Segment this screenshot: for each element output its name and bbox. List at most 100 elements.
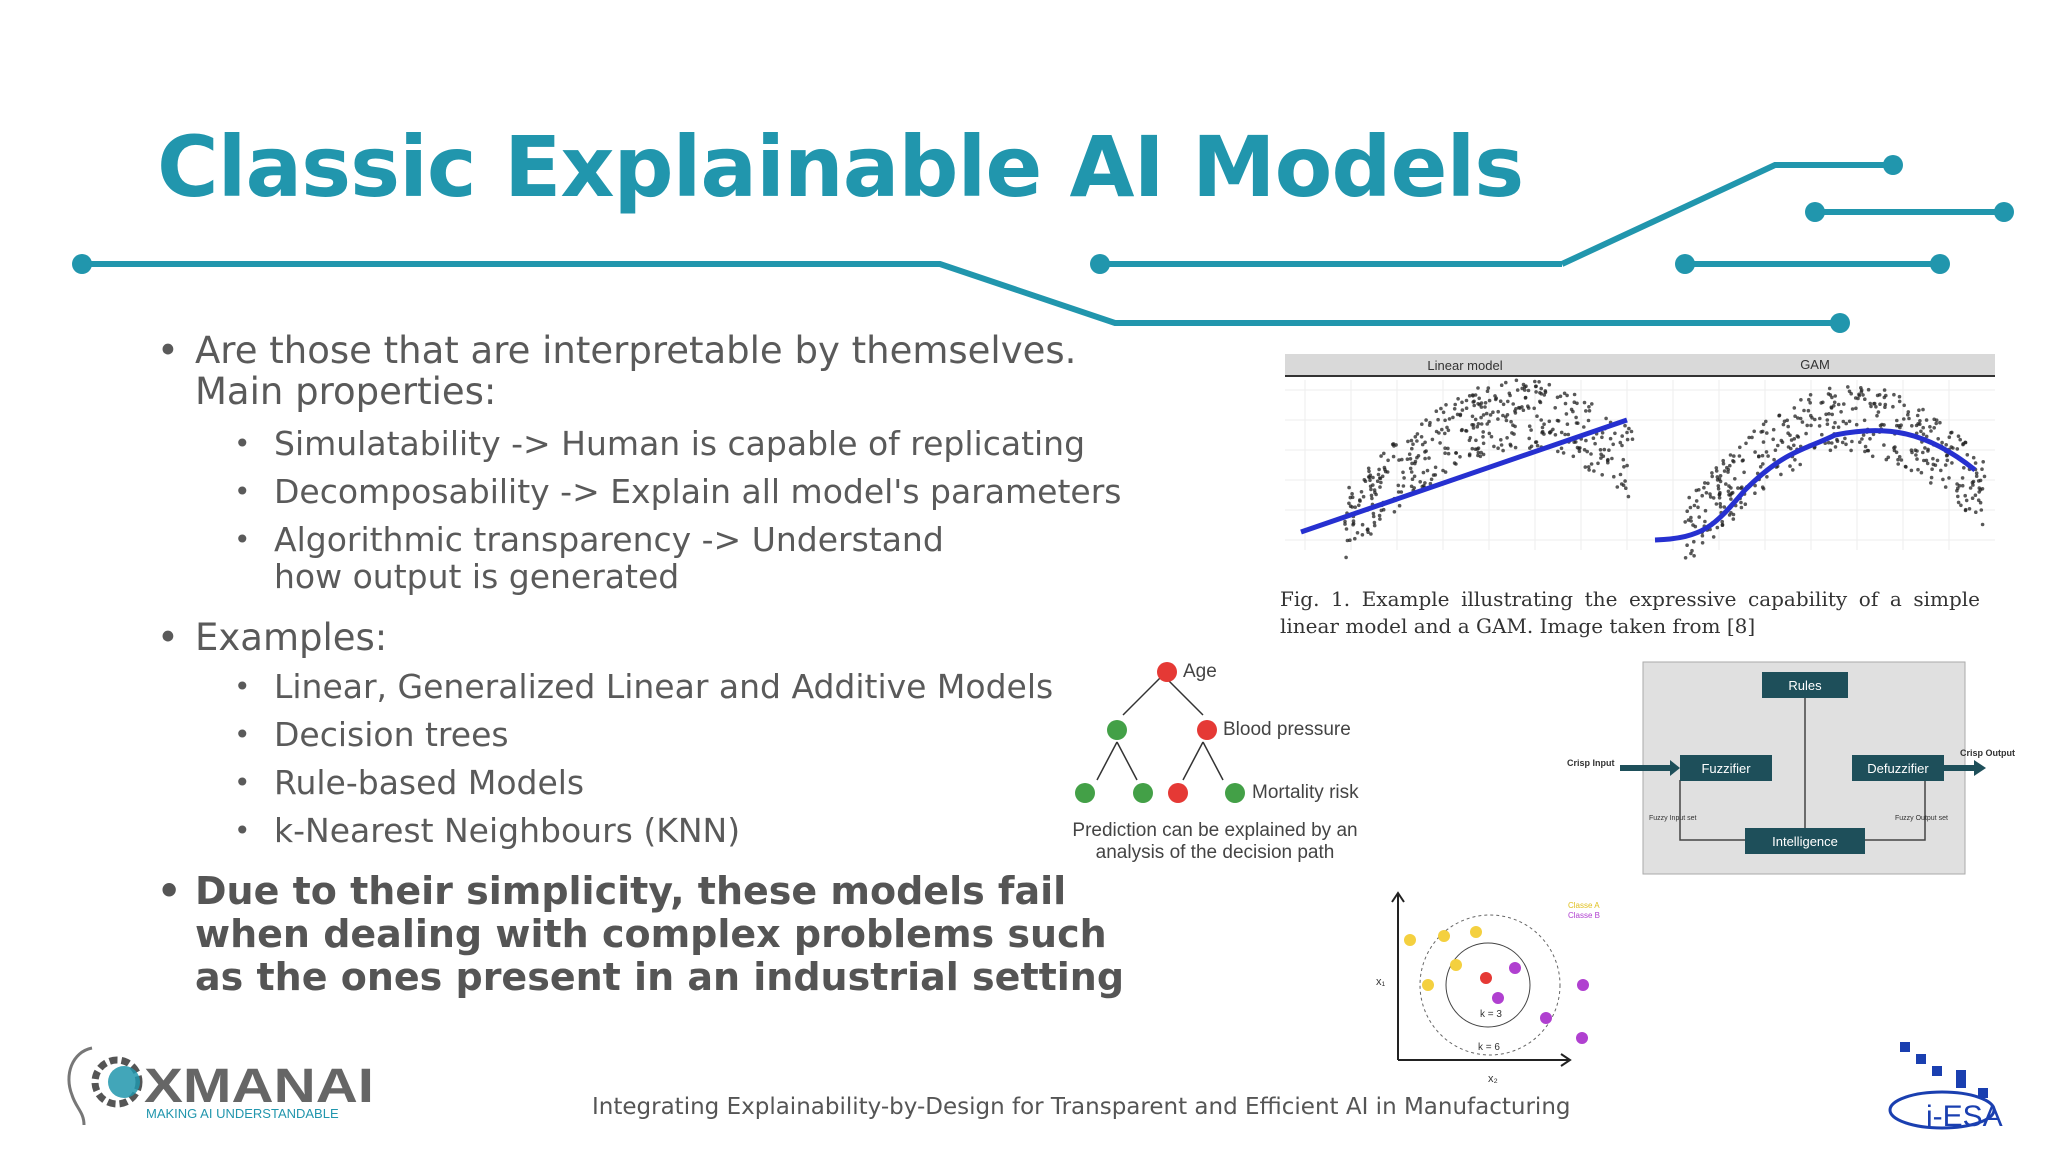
scatter-point [1625,437,1630,442]
scatter-point [1396,483,1401,488]
scatter-point [1847,419,1852,424]
scatter-point [1533,440,1538,444]
scatter-point [1765,431,1769,435]
scatter-point [1369,493,1374,498]
scatter-point [1799,398,1803,402]
scatter-point [1618,472,1623,477]
scatter-point [1555,395,1560,400]
scatter-point [1967,507,1972,511]
scatter-point [1423,440,1427,445]
scatter-point [1458,455,1462,459]
scatter-point [1689,551,1693,556]
scatter-point [1529,444,1534,449]
scatter-point [1826,440,1831,445]
scatter-point [1409,438,1414,443]
scatter-point [1556,449,1560,454]
scatter-point [1849,448,1853,453]
scatter-point [1974,471,1979,475]
scatter-point [1694,499,1699,503]
scatter-point [1620,443,1624,448]
scatter-point [1476,450,1481,455]
scatter-point [1543,389,1548,393]
scatter-point [1359,490,1364,494]
scatter-point [1882,423,1886,427]
scatter-point [1582,425,1586,429]
intelligence-box [1745,828,1865,854]
scatter-point [1446,428,1451,433]
scatter-point [1487,398,1492,403]
scatter-point [1360,533,1365,537]
scatter-point [1718,474,1723,478]
scatter-point [1931,456,1935,461]
scatter-point [1485,389,1490,393]
scatter-point [1878,423,1883,428]
scatter-point [1563,401,1568,406]
scatter-point [1939,468,1943,473]
scatter-point [1477,396,1481,401]
scatter-point [1499,443,1504,447]
scatter-point [1884,457,1889,462]
scatter-point [1534,384,1538,389]
scatter-point [1697,488,1701,492]
scatter-point [1538,400,1543,405]
scatter-point [1827,386,1832,391]
scatter-point [1721,461,1726,466]
scatter-point [1753,483,1757,488]
scatter-point [1720,519,1724,524]
scatter-point [1692,503,1697,508]
scatter-point [1589,462,1594,466]
scatter-point [1415,455,1419,460]
scatter-point [1440,427,1444,432]
scatter-point [1824,412,1828,417]
xmanai-logo-tagline: MAKING AI UNDERSTANDABLE [146,1106,339,1121]
sub-bullet-list-properties: Simulatability -> Human is capable of re… [157,425,1147,595]
scatter-point [1906,410,1911,414]
scatter-point [1479,405,1484,409]
scatter-point [1611,442,1615,447]
scatter-point [1496,417,1500,421]
scatter-point [1961,442,1965,446]
scatter-point [1446,446,1450,451]
scatter-point [1381,507,1386,512]
scatter-point [1759,430,1763,434]
sub-bullet-item: Decomposability -> Explain all model's p… [234,473,1147,510]
scatter-point [1517,405,1521,410]
scatter-point [1445,425,1449,430]
iesa-logo: i-ESA [1888,1042,2003,1133]
scatter-point [1376,472,1381,477]
scatter-point [1434,429,1439,434]
scatter-point [1460,427,1464,432]
scatter-point [1401,484,1406,488]
scatter-point [1978,500,1983,505]
scatter-point [1410,446,1414,451]
scatter-point [1758,465,1763,469]
scatter-point [1625,463,1629,468]
scatter-point [1397,458,1401,462]
scatter-point [1622,465,1626,469]
scatter-point [1613,431,1617,436]
scatter-point [1407,452,1412,456]
scatter-point [1604,416,1608,421]
scatter-point [1481,452,1486,457]
scatter-point [1547,382,1552,387]
scatter-point [1454,451,1458,455]
scatter-point [1971,455,1976,460]
scatter-point [1742,470,1746,475]
scatter-point [1473,447,1478,451]
scatter-point [1371,511,1376,516]
scatter-point [1587,468,1591,472]
scatter-point [1788,464,1792,468]
scatter-point [1899,423,1903,427]
scatter-point [1427,456,1431,460]
scatter-point [1910,450,1914,455]
scatter-point [1871,432,1876,437]
scatter-point [1744,441,1748,446]
scatter-point [1584,409,1588,413]
scatter-point [1501,413,1505,418]
scatter-point [1583,465,1588,469]
scatter-point [1386,458,1390,463]
scatter-point [1533,379,1537,384]
scatter-point [1798,416,1803,421]
scatter-point [1419,435,1424,439]
scatter-point [1575,401,1579,406]
